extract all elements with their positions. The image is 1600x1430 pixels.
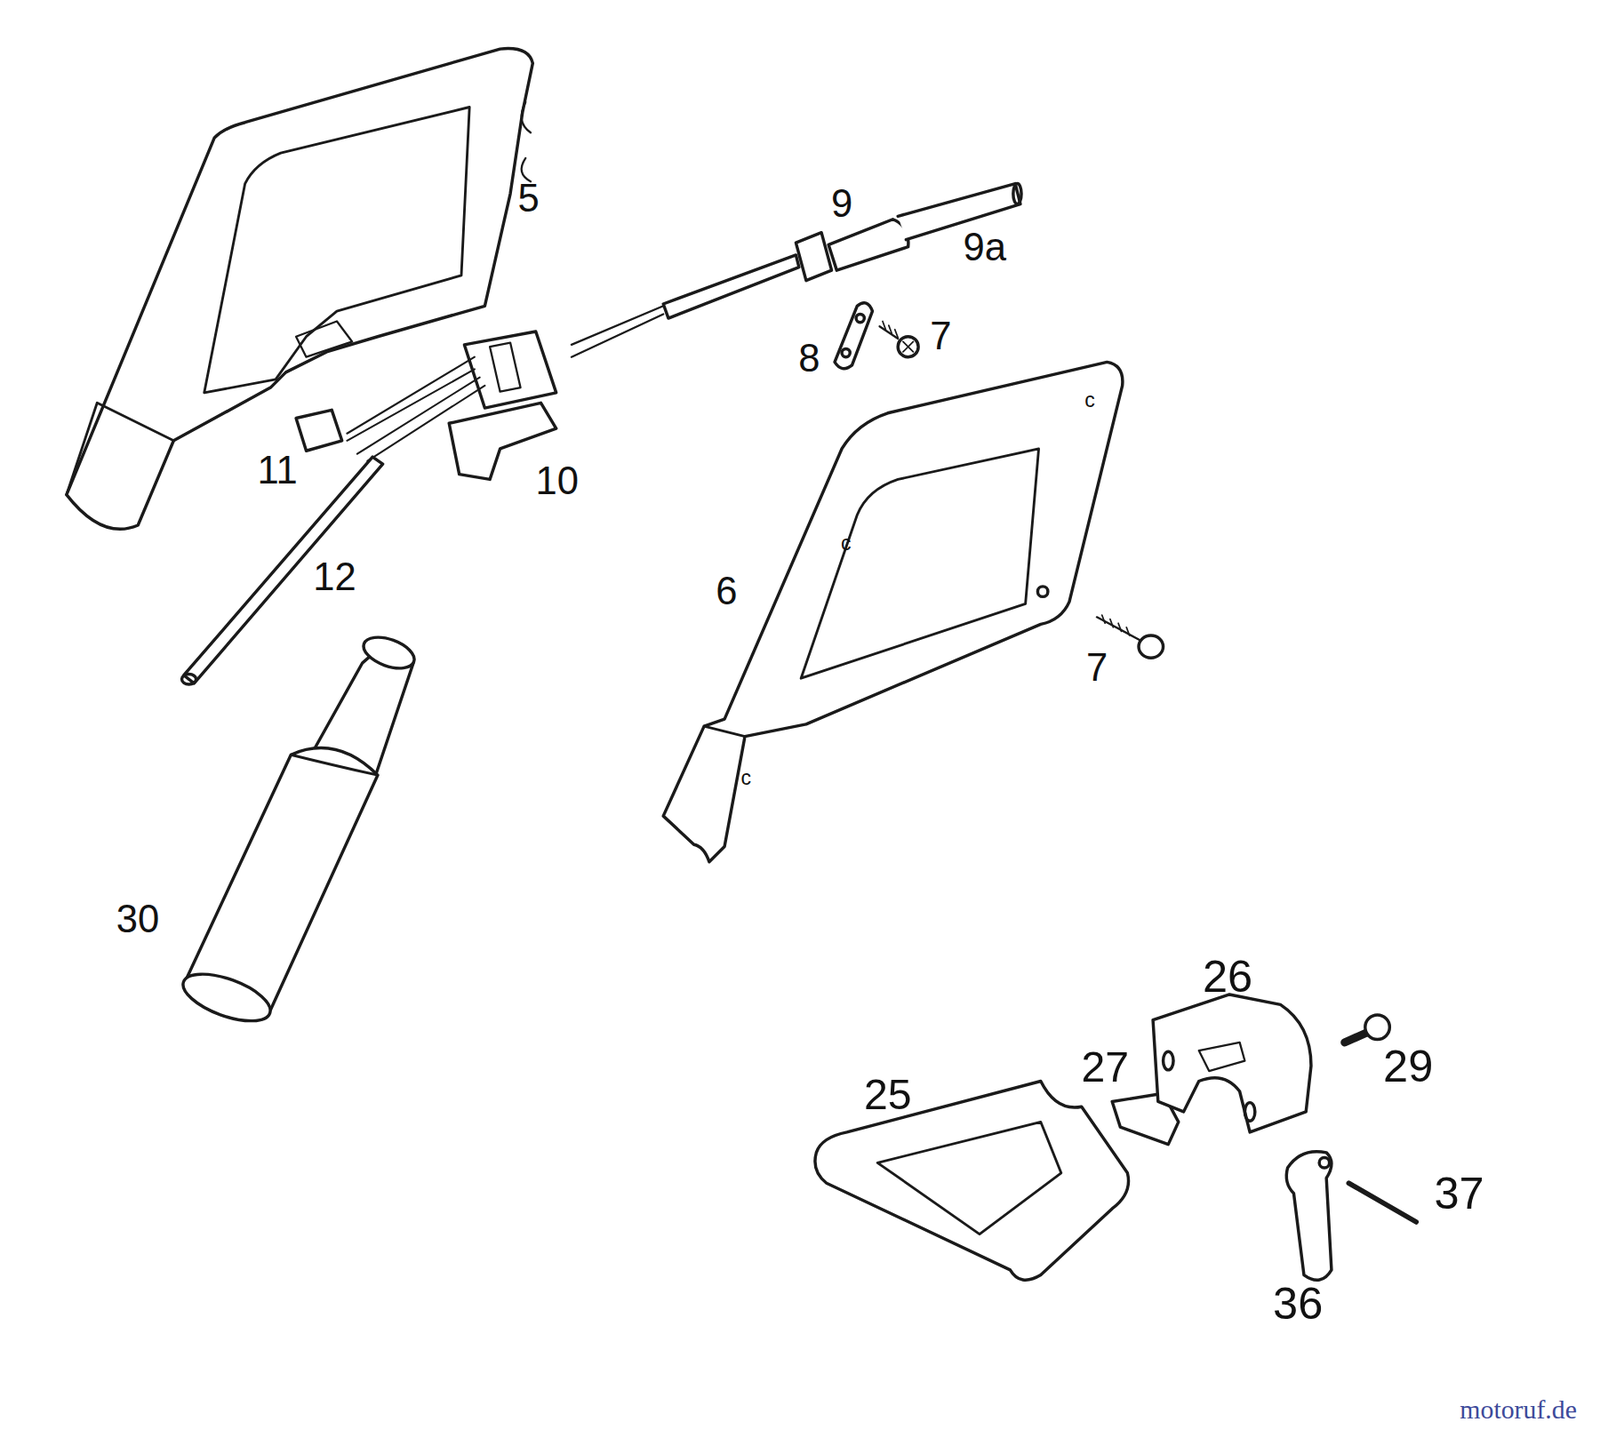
- switch: [296, 409, 343, 451]
- handle-half: [521, 102, 531, 183]
- handle-half: [704, 726, 745, 736]
- lever: [1286, 1152, 1332, 1281]
- callout-number: 9a: [963, 228, 1008, 268]
- clamp: [1163, 1051, 1174, 1071]
- handle-half: [296, 321, 352, 358]
- switch: [464, 331, 556, 408]
- handle-tube: [176, 631, 418, 1031]
- cable-clip: [834, 303, 872, 369]
- part-marking: c: [1084, 390, 1096, 411]
- part-marking: c: [740, 767, 752, 788]
- switch: [489, 343, 520, 392]
- bolt: [1365, 1015, 1391, 1040]
- callout-number: 8: [798, 339, 820, 379]
- handle-tube: [176, 964, 276, 1031]
- handle-tube: [184, 748, 378, 1011]
- pin: [1348, 1183, 1416, 1223]
- callout-number: 36: [1272, 1281, 1323, 1328]
- grip: [877, 1121, 1062, 1234]
- power-cable: [182, 456, 384, 685]
- clamp: [1152, 994, 1312, 1133]
- callout-number: 11: [257, 452, 298, 492]
- bolt: [1344, 1015, 1390, 1043]
- callout-number: 27: [1080, 1045, 1129, 1088]
- cable: [1013, 184, 1022, 205]
- lever: [1319, 1158, 1329, 1168]
- clamp: [1152, 994, 1312, 1133]
- pin: [1348, 1183, 1416, 1223]
- callout-number: 6: [715, 572, 737, 612]
- cable-clip: [897, 336, 919, 358]
- handle-tube: [290, 754, 378, 776]
- cable: [828, 219, 909, 271]
- cable: [571, 305, 664, 357]
- callout-number: 37: [1433, 1171, 1484, 1217]
- callout-number: 25: [864, 1072, 912, 1116]
- handle-half: [204, 107, 470, 393]
- watermark: motoruf.de: [1459, 1397, 1577, 1424]
- cable-clip: [834, 303, 919, 369]
- cable-clip: [856, 313, 864, 322]
- callout-number: 5: [518, 179, 540, 219]
- callout-number: 29: [1383, 1043, 1433, 1089]
- clamp: [1244, 1103, 1255, 1122]
- cable: [571, 184, 1022, 358]
- cable-clip: [841, 348, 850, 357]
- callout-number: 9: [831, 184, 853, 224]
- cable: [795, 232, 832, 281]
- cable-clip: [882, 321, 898, 338]
- handle-half: [663, 361, 1123, 862]
- cable-clip: [903, 341, 913, 352]
- callout-number: 30: [116, 901, 160, 941]
- grip: [815, 1081, 1129, 1281]
- grip: [815, 1081, 1129, 1281]
- callout-number: 7: [1086, 648, 1108, 688]
- callout-number: 26: [1202, 953, 1253, 1000]
- handle-half: [66, 402, 175, 495]
- handle-half: [1037, 586, 1048, 597]
- switch: [346, 357, 485, 462]
- handle-half: [800, 448, 1039, 679]
- lever: [1286, 1152, 1332, 1281]
- handle-tube: [359, 631, 418, 674]
- screw: [1102, 615, 1130, 636]
- callout-number: 7: [929, 317, 952, 357]
- cable: [663, 255, 800, 319]
- callout-number: 10: [536, 462, 580, 502]
- clamp: [1199, 1042, 1246, 1072]
- cable-clip: [880, 326, 899, 339]
- power-cable: [182, 674, 197, 685]
- handle-half: [663, 361, 1123, 862]
- switch: [296, 331, 557, 480]
- callout-number: 12: [312, 558, 357, 598]
- screw: [1138, 635, 1164, 658]
- power-cable: [184, 456, 384, 684]
- part-marking: c: [840, 532, 852, 553]
